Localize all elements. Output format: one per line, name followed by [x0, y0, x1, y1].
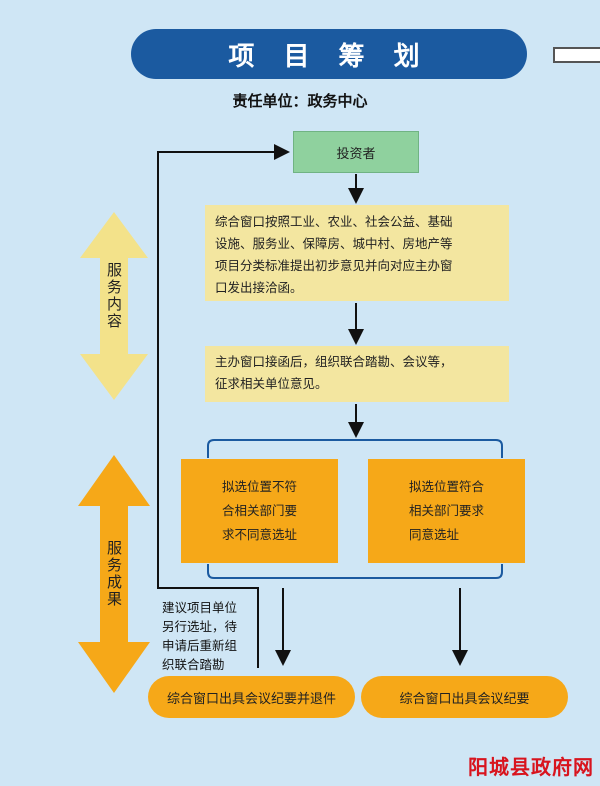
- top-bracket: [207, 439, 503, 458]
- final-right-node: 综合窗口出具会议纪要: [361, 676, 568, 718]
- page-title: 项 目 筹 划: [228, 41, 430, 72]
- result-right-line: 拟选位置符合: [408, 479, 484, 494]
- final-left-node: 综合窗口出具会议纪要并退件: [148, 676, 355, 718]
- service-result-arrow: [78, 455, 150, 693]
- service-content-label: 服务内容: [105, 262, 123, 330]
- result-right-line: 同意选址: [408, 527, 459, 542]
- note-line: 申请后重新组: [162, 638, 238, 653]
- service-result-label: 服务成果: [105, 540, 123, 608]
- result-left-node: 拟选位置不符 合相关部门要 求不同意选址: [181, 459, 338, 563]
- feedback-loop-line: [157, 144, 290, 668]
- step2-node: 主办窗口接函后，组织联合踏勘、会议等， 征求相关单位意见。: [205, 346, 509, 402]
- responsible-unit: 责任单位：政务中心: [232, 92, 368, 110]
- bottom-bracket: [207, 564, 503, 579]
- result-left-line: 求不同意选址: [221, 527, 297, 542]
- result-right-line: 相关部门要求: [408, 503, 484, 518]
- step1-line: 设施、服务业、保障房、城中村、房地产等: [215, 236, 453, 251]
- service-content-arrow: [80, 212, 148, 400]
- note-line: 织联合踏勘: [162, 657, 225, 672]
- step1-line: 综合窗口按照工业、农业、社会公益、基础: [215, 214, 453, 229]
- title-bar: 项 目 筹 划: [131, 29, 527, 79]
- note-line: 另行选址，待: [162, 619, 238, 634]
- step1-line: 项目分类标准提出初步意见并向对应主办窗: [215, 258, 453, 273]
- step2-line: 征求相关单位意见。: [215, 376, 328, 391]
- note-line: 建议项目单位: [162, 600, 238, 615]
- corner-box: [553, 47, 600, 63]
- result-left-line: 合相关部门要: [221, 503, 297, 518]
- step1-line: 口发出接洽函。: [215, 280, 303, 295]
- watermark-text: 阳城县政府网: [468, 755, 594, 779]
- step2-line: 主办窗口接函后，组织联合踏勘、会议等，: [215, 354, 453, 369]
- feedback-note: 建议项目单位 另行选址，待 申请后重新组 织联合踏勘: [162, 598, 272, 674]
- step1-node: 综合窗口按照工业、农业、社会公益、基础 设施、服务业、保障房、城中村、房地产等 …: [205, 205, 509, 301]
- result-right-node: 拟选位置符合 相关部门要求 同意选址: [368, 459, 525, 563]
- investor-node: 投资者: [293, 131, 419, 173]
- result-left-line: 拟选位置不符: [221, 479, 297, 494]
